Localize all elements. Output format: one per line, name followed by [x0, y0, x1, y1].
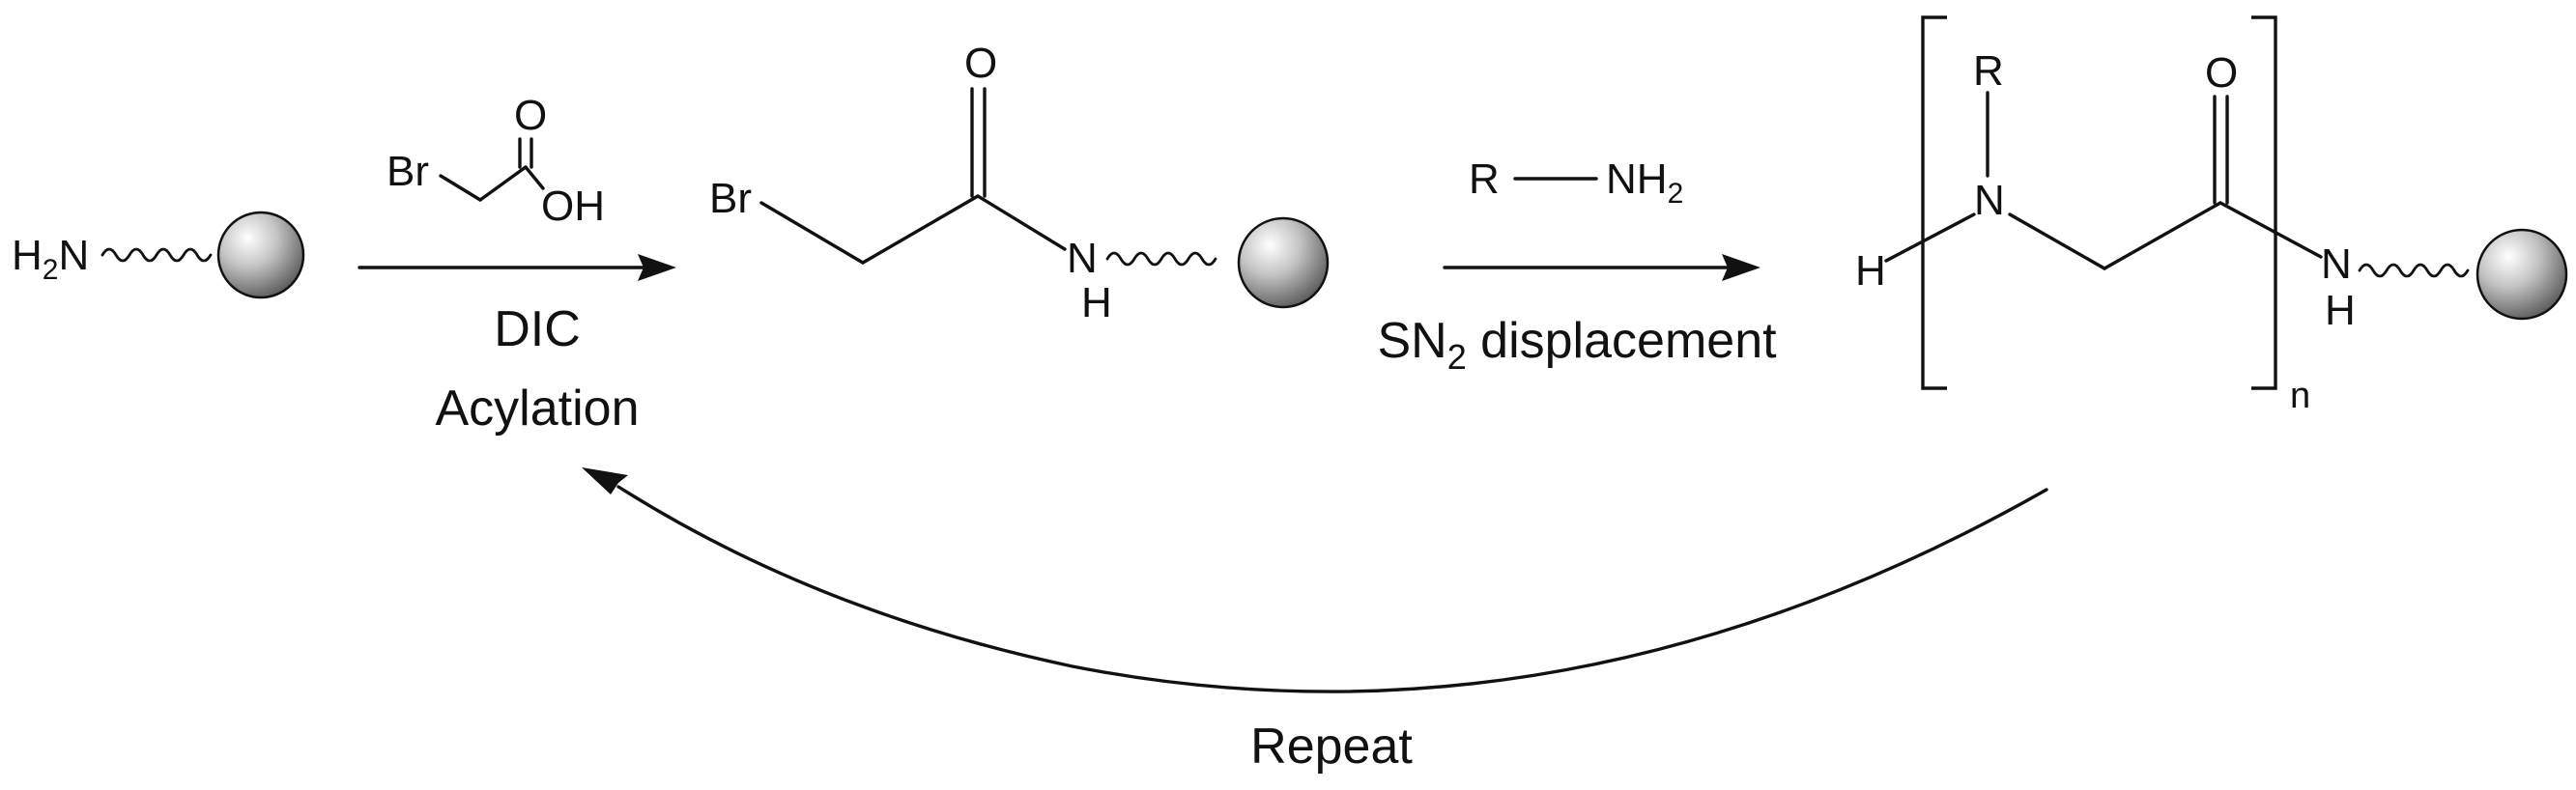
intermediate-resin-linker: [1105, 251, 1217, 267]
acylation-label: Acylation: [436, 381, 640, 437]
reagent-c-br-bond: [439, 174, 482, 202]
bromoacetic-acid: Br O OH: [386, 92, 605, 230]
primary-amine-reagent: R NH2: [1469, 155, 1683, 210]
intermediate-carbonyl-oxygen: O: [964, 40, 997, 87]
product-amide-nitrogen: N: [2321, 240, 2352, 288]
left-bracket: [1921, 15, 1947, 390]
product-n-c-bond: [2008, 212, 2106, 270]
amine-nh-subscript: 2: [1668, 178, 1684, 210]
reagent-carbonyl-oxygen: O: [514, 92, 547, 139]
product-terminal-hydrogen: H: [1855, 247, 1886, 295]
intermediate-amide-hydrogen: H: [1081, 279, 1112, 326]
starting-resin: H2N: [12, 211, 305, 299]
intermediate-bromine: Br: [709, 175, 752, 222]
amine-label: H: [12, 232, 43, 279]
product-h-n-bond: [1884, 212, 1976, 263]
amine-r-group: R: [1469, 155, 1500, 203]
intermediate-c-br-bond: [759, 201, 865, 265]
reagent-hydroxyl: OH: [541, 183, 605, 230]
displacement-label: SN2 displacement: [1377, 313, 1777, 377]
acylation-arrow: [358, 254, 676, 281]
intermediate-amide-nitrogen: N: [1067, 235, 1098, 282]
intermediate-resin-bead: [1237, 216, 1330, 309]
bromoacetyl-resin: Br O N H: [709, 40, 1330, 326]
svg-text:H2N: H2N: [12, 232, 89, 286]
product-resin-linker: [2358, 263, 2470, 278]
repeat-label: Repeat: [1250, 719, 1413, 775]
amine-nitrogen: N: [58, 232, 89, 279]
reagent-c-oh-bond: [524, 165, 545, 190]
reagent-bromine: Br: [386, 148, 429, 195]
product-c-c-bond: [2103, 201, 2222, 270]
product-amide-hydrogen: H: [2325, 287, 2356, 334]
amine-subscript: 2: [43, 254, 59, 286]
product-c-n-bond: [2218, 201, 2323, 259]
product-carbonyl-oxygen: O: [2205, 49, 2238, 97]
svg-text:NH2: NH2: [1606, 155, 1683, 210]
intermediate-c-n-bond: [976, 194, 1067, 251]
right-bracket: [2251, 15, 2277, 390]
activator-label: DIC: [494, 301, 581, 357]
resin-linker: [100, 247, 213, 263]
intermediate-c-c-bond: [861, 194, 980, 265]
repeat-index: n: [2290, 376, 2310, 416]
product-resin-bead: [2476, 228, 2568, 321]
reagent-c-c-bond: [478, 165, 528, 202]
displacement-arrow: [1443, 254, 1760, 281]
product-side-chain: R: [1973, 47, 2004, 95]
amine-nh-label: NH: [1606, 155, 1668, 203]
repeat-cycle-arrow: [582, 467, 2048, 693]
resin-bead: [216, 211, 305, 299]
peptoid-product: H R N O N H n: [1855, 15, 2568, 416]
product-backbone-nitrogen: N: [1974, 177, 2005, 224]
